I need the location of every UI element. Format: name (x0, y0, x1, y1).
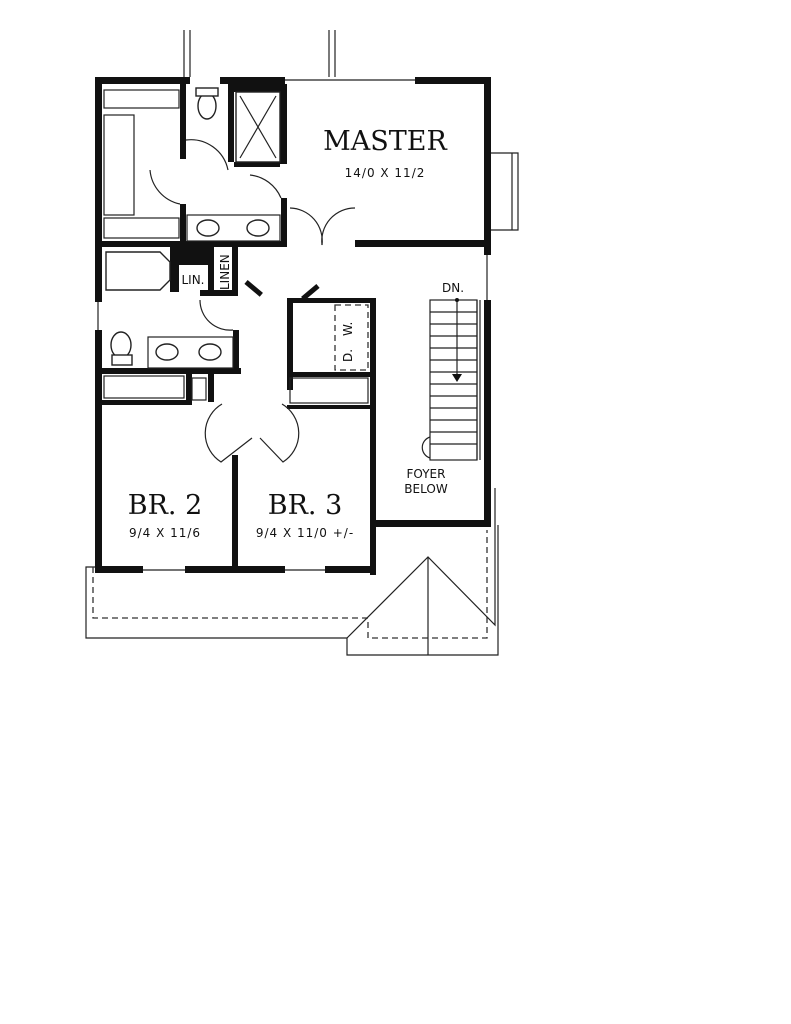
br2-size: 9/4 X 11/6 (129, 526, 201, 540)
bay-window (491, 152, 519, 231)
bathtub (105, 251, 171, 291)
br2-label: BR. 2 (128, 490, 203, 521)
closet-hanging-rods (103, 89, 369, 404)
linen-label: LINEN (218, 254, 232, 290)
vanity (147, 336, 234, 369)
washer-label: W. (341, 322, 355, 336)
foyer-label: FOYER (407, 467, 446, 481)
stairs (421, 298, 481, 461)
toilet (197, 92, 217, 120)
dryer-label: D. (341, 349, 355, 362)
doors (149, 139, 356, 463)
master-size: 14/0 X 11/2 (345, 166, 426, 180)
toilet (110, 331, 132, 359)
vanity (186, 214, 281, 242)
washer-dryer (334, 304, 369, 371)
foyer-below-label: BELOW (404, 482, 448, 496)
roof-and-porch-below (85, 488, 499, 656)
fixtures (103, 87, 369, 404)
lin-label: LIN. (181, 273, 204, 287)
br3-size: 9/4 X 11/0 +/- (256, 526, 354, 540)
stairs-down-label: DN. (442, 281, 464, 295)
br3-label: BR. 3 (268, 490, 343, 521)
labels: MASTER 14/0 X 11/2 BR. 2 9/4 X 11/6 BR. … (128, 126, 464, 540)
master-label: MASTER (323, 126, 447, 157)
walls (95, 30, 491, 575)
